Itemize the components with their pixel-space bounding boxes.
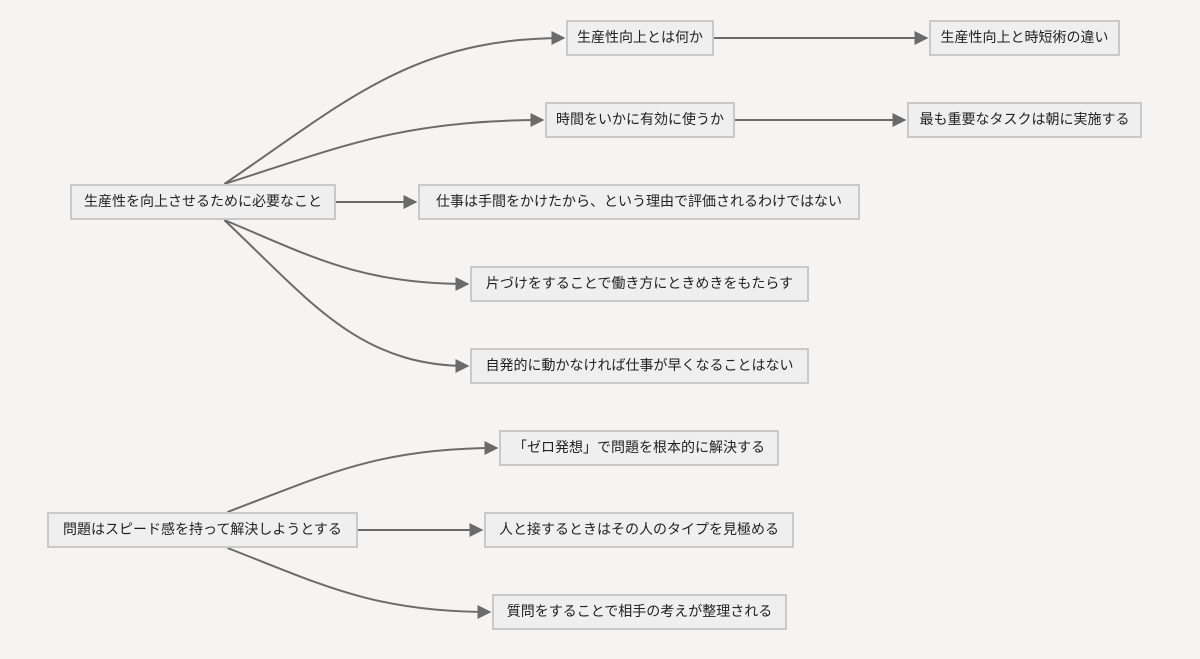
node-root1[interactable]: 生産性を向上させるために必要なこと — [70, 184, 336, 220]
edge-root1-n5 — [223, 219, 470, 373]
node-n4[interactable]: 片づけをすることで働き方にときめきをもたらす — [470, 266, 809, 302]
edge-root1-n2 — [223, 113, 545, 185]
node-n2[interactable]: 時間をいかに有効に使うか — [545, 102, 735, 138]
node-root2[interactable]: 問題はスピード感を持って解決しようとする — [47, 512, 358, 548]
edge-root1-n4 — [223, 219, 470, 291]
node-n3[interactable]: 仕事は手間をかけたから、という理由で評価されるわけではない — [418, 184, 860, 220]
node-m2[interactable]: 人と接するときはその人のタイプを見極める — [484, 512, 794, 548]
node-n5[interactable]: 自発的に動かなければ仕事が早くなることはない — [470, 348, 809, 384]
node-m1[interactable]: 「ゼロ発想」で問題を根本的に解決する — [499, 430, 779, 466]
edge-root2-m3 — [227, 547, 492, 619]
edge-root1-n1 — [223, 31, 566, 185]
node-n1[interactable]: 生産性向上とは何か — [566, 20, 714, 56]
edge-root2-m1 — [227, 441, 499, 513]
node-m3[interactable]: 質問をすることで相手の考えが整理される — [492, 594, 787, 630]
node-n1a[interactable]: 生産性向上と時短術の違い — [929, 20, 1120, 56]
node-n2a[interactable]: 最も重要なタスクは朝に実施する — [907, 102, 1142, 138]
